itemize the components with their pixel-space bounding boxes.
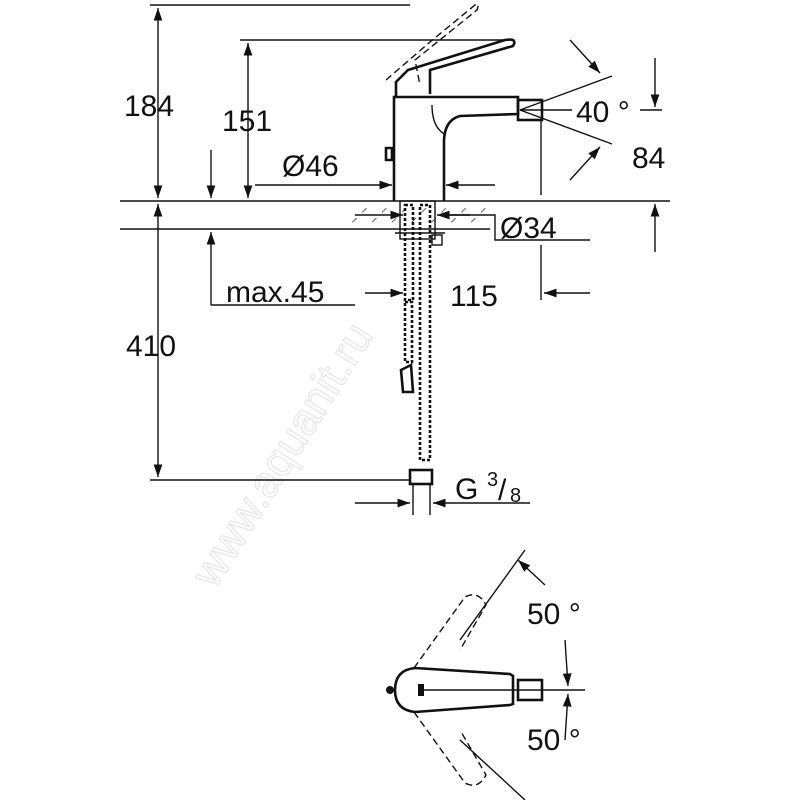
- supply-hoses: [395, 200, 445, 515]
- faucet-side-view: [384, 3, 544, 201]
- dim-total-height: 184: [124, 90, 174, 123]
- dim-thread-num: 3: [487, 469, 498, 491]
- dim-swivel-down: 50 °: [527, 724, 581, 757]
- dim-max-thickness: max.45: [226, 276, 324, 309]
- dim-hose-length: 410: [126, 330, 176, 363]
- dim-hole-diameter: Ø34: [500, 212, 557, 245]
- dim-spray-angle: 40 °: [576, 96, 630, 129]
- dimension-lines: [150, 4, 662, 508]
- dim-thread-den: 8: [510, 485, 521, 507]
- dim-thread-g: G: [455, 473, 478, 506]
- dim-handle-height: 151: [222, 105, 272, 138]
- faucet-top-view: [386, 549, 585, 800]
- dim-swivel-up: 50 °: [527, 598, 581, 631]
- dim-spout-height: 84: [632, 142, 665, 175]
- thread-slash: /: [498, 474, 507, 507]
- dim-body-diameter: Ø46: [282, 150, 339, 183]
- dim-spout-reach: 115: [450, 280, 498, 313]
- watermark: www.aquanit.ru: [181, 314, 382, 596]
